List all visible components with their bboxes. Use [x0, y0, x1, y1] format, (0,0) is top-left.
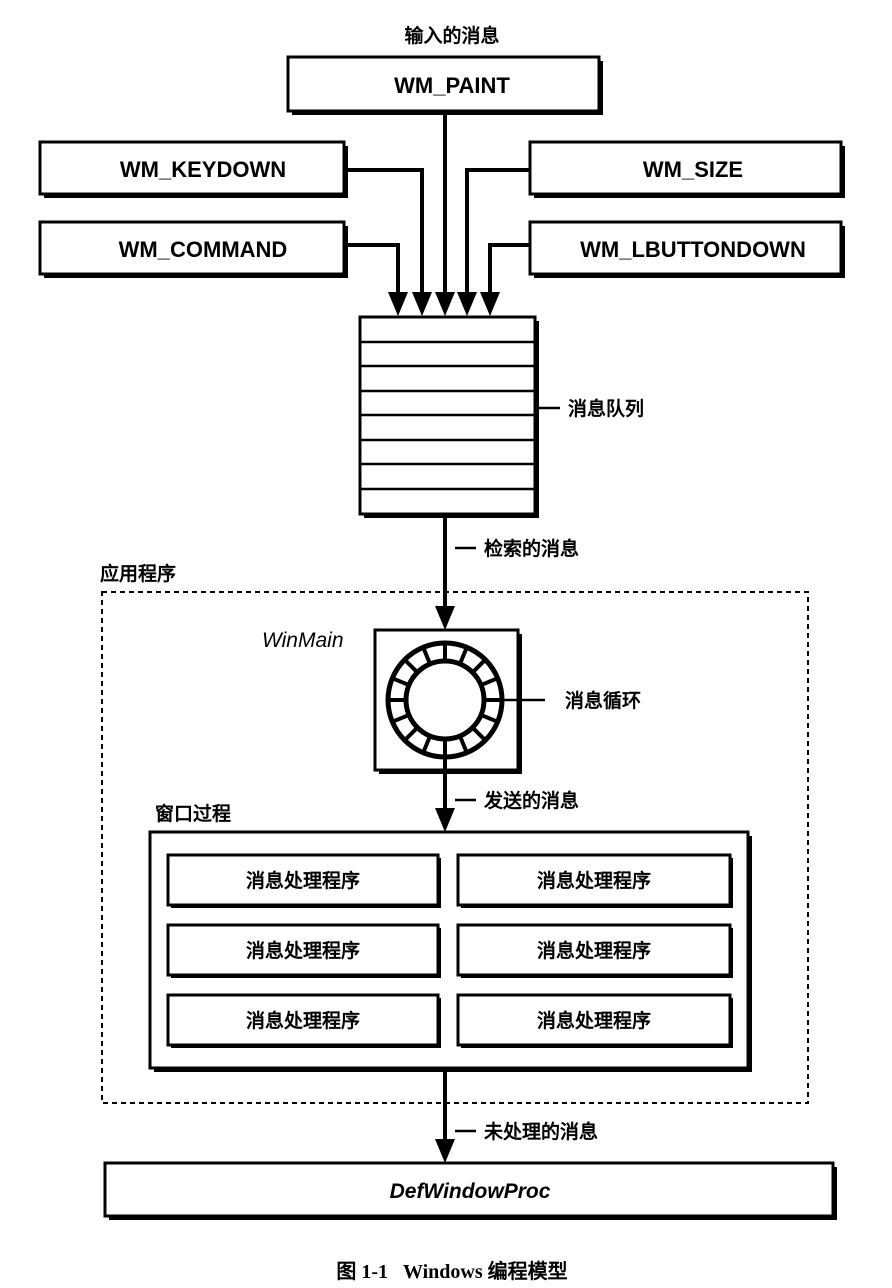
message-handler-text: 消息处理程序 — [537, 869, 651, 892]
wm-paint-box: WM_PAINT — [286, 55, 603, 115]
wm-size-box: WM_SIZE — [528, 140, 845, 198]
wm-paint-text: WM_PAINT — [394, 73, 510, 98]
loop-segment — [403, 726, 419, 742]
loop-segment — [471, 726, 487, 742]
loop-segment — [480, 676, 499, 687]
wm-command-text: WM_COMMAND — [119, 237, 288, 262]
wm-keydown-text: WM_KEYDOWN — [120, 157, 286, 182]
message-handler-text: 消息处理程序 — [246, 1009, 360, 1032]
loop-segment — [458, 646, 469, 665]
message-handler-text: 消息处理程序 — [246, 939, 360, 962]
window-procedure-box: 消息处理程序消息处理程序消息处理程序消息处理程序消息处理程序消息处理程序 — [148, 830, 752, 1072]
loop-segment — [458, 735, 469, 754]
loop-segment — [391, 676, 410, 687]
wm-size-text: WM_SIZE — [643, 157, 743, 182]
loop-segment — [391, 713, 410, 724]
window-procedure-label: 窗口过程 — [155, 802, 231, 825]
application-boundary — [101, 591, 809, 1104]
message-handler-text: 消息处理程序 — [246, 869, 360, 892]
loop-segment — [480, 713, 499, 724]
message-handler-box: 消息处理程序 — [166, 993, 441, 1048]
input-messages-label: 输入的消息 — [404, 24, 499, 47]
winmain-box — [373, 628, 522, 774]
dispatched-message-label: 发送的消息 — [483, 789, 579, 812]
loop-segment — [471, 658, 487, 674]
unprocessed-message-label: 未处理的消息 — [483, 1120, 598, 1143]
figure-caption: 图 1-1 Windows 编程模型 — [336, 1259, 567, 1283]
message-handler-box: 消息处理程序 — [166, 923, 441, 978]
input-arrows — [348, 115, 530, 316]
message-handler-text: 消息处理程序 — [537, 1009, 651, 1032]
wm-lbuttondown-text: WM_LBUTTONDOWN — [580, 237, 806, 262]
message-queue-label: 消息队列 — [568, 397, 644, 420]
winmain-label: WinMain — [262, 629, 344, 652]
message-loop-icon — [385, 640, 505, 760]
message-handler-box: 消息处理程序 — [456, 853, 733, 908]
defwindowproc-box: DefWindowProc — [103, 1161, 837, 1220]
loop-segment — [421, 735, 432, 754]
message-handler-box: 消息处理程序 — [456, 923, 733, 978]
message-handler-box: 消息处理程序 — [166, 853, 441, 908]
loop-segment — [421, 646, 432, 665]
message-handler-box: 消息处理程序 — [456, 993, 733, 1048]
wm-keydown-box: WM_KEYDOWN — [38, 140, 348, 198]
loop-segment — [403, 658, 419, 674]
message-handler-text: 消息处理程序 — [537, 939, 651, 962]
message-queue — [358, 315, 539, 518]
wm-lbuttondown-box: WM_LBUTTONDOWN — [528, 220, 845, 278]
retrieved-message-label: 检索的消息 — [484, 537, 579, 560]
application-label: 应用程序 — [100, 562, 176, 585]
wm-command-box: WM_COMMAND — [38, 220, 348, 278]
message-loop-label: 消息循环 — [565, 689, 641, 712]
defwindowproc-text: DefWindowProc — [390, 1180, 551, 1203]
